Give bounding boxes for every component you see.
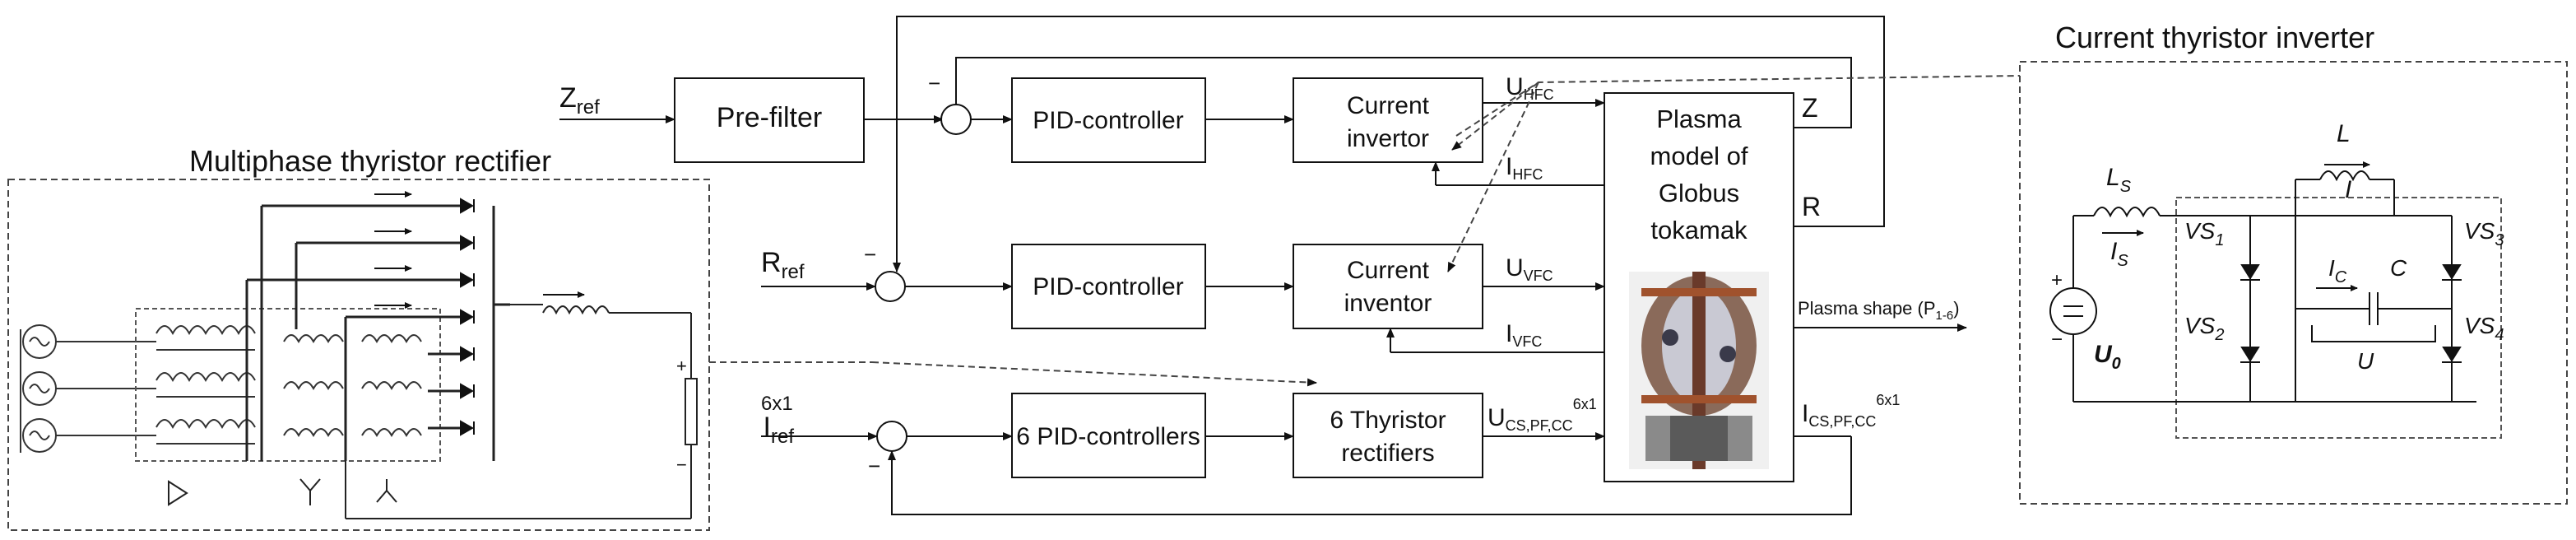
rectifier-output bbox=[345, 304, 698, 519]
output-r: R bbox=[1802, 192, 1821, 221]
inv-top-line2: invertor bbox=[1347, 125, 1429, 152]
label-vs2: VS2 bbox=[2184, 313, 2224, 344]
rect-line2: rectifiers bbox=[1341, 440, 1434, 467]
block-diagram: Zref Pre-filter − PID-controller Current… bbox=[559, 16, 2021, 515]
rectifier-minus: − bbox=[676, 454, 687, 475]
label-i: I bbox=[2345, 176, 2351, 203]
inverter-title: Current thyristor inverter bbox=[2055, 21, 2374, 54]
label-u0: U0 bbox=[2094, 341, 2121, 373]
rectifier-link-arrow bbox=[871, 361, 1317, 387]
signal-u-cs: UCS,PF,CC6x1 bbox=[1488, 396, 1597, 434]
rectifier-panel: Multiphase thyristor rectifier bbox=[7, 144, 710, 531]
label-u: U bbox=[2357, 348, 2374, 374]
current-invertor-top[interactable] bbox=[1293, 77, 1483, 163]
plasma-line2: model of bbox=[1650, 142, 1748, 170]
sum-junction-top bbox=[940, 104, 972, 135]
inv-mid-line2: inventor bbox=[1344, 290, 1432, 317]
pid-bottom-label: 6 PID-controllers bbox=[1016, 423, 1200, 450]
inverter-minus: − bbox=[2051, 328, 2063, 351]
signal-u-hfc: UHFC bbox=[1506, 73, 1554, 103]
rectifier-title: Multiphase thyristor rectifier bbox=[189, 144, 551, 178]
winding-symbols bbox=[168, 478, 397, 506]
prefilter-label: Pre-filter bbox=[717, 102, 822, 133]
inverter-plus: + bbox=[2051, 269, 2063, 291]
current-inventor-middle[interactable] bbox=[1293, 244, 1483, 329]
signal-plasma-shape: Plasma shape (P1-6) bbox=[1798, 298, 1960, 323]
pid-controllers-bottom[interactable] bbox=[1011, 393, 1206, 478]
signal-i-cs: ICS,PF,CC6x1 bbox=[1802, 392, 1900, 430]
transformer-primary-coils bbox=[155, 325, 256, 445]
plasma-line3: Globus bbox=[1659, 179, 1739, 207]
sum-mid-minus: − bbox=[864, 242, 876, 267]
plasma-line4: tokamak bbox=[1650, 216, 1748, 244]
sum-junction-bottom bbox=[876, 421, 907, 452]
input-rref: Rref bbox=[761, 247, 805, 283]
pid-top-label: PID-controller bbox=[1033, 107, 1183, 134]
inv-top-line1: Current bbox=[1347, 92, 1430, 119]
label-vs1: VS1 bbox=[2184, 218, 2224, 249]
transformer-box bbox=[135, 308, 441, 462]
signal-i-vfc: IVFC bbox=[1506, 320, 1542, 350]
inverter-circuit bbox=[2049, 170, 2476, 403]
rectifier-plus: + bbox=[676, 356, 687, 376]
label-vs3: VS3 bbox=[2464, 218, 2504, 249]
inverter-panel: Current thyristor inverter bbox=[2019, 21, 2568, 505]
signal-u-vfc: UVFC bbox=[1506, 254, 1553, 284]
input-zref: Zref bbox=[559, 82, 600, 119]
rectifier-thyristors bbox=[460, 198, 475, 436]
transformer-secondary-coils bbox=[283, 334, 422, 438]
pid-controller-top[interactable] bbox=[1011, 77, 1206, 163]
signal-i-hfc: IHFC bbox=[1506, 153, 1543, 183]
input-iref: Iref6x1 bbox=[761, 393, 794, 448]
pid-mid-label: PID-controller bbox=[1033, 273, 1183, 300]
label-is: IS bbox=[2110, 238, 2128, 270]
rect-line1: 6 Thyristor bbox=[1330, 407, 1446, 434]
label-l: L bbox=[2337, 120, 2351, 147]
ac-sources bbox=[20, 324, 156, 453]
label-vs4: VS4 bbox=[2464, 313, 2504, 344]
inv-mid-line1: Current bbox=[1347, 257, 1430, 284]
plasma-line1: Plasma bbox=[1656, 105, 1742, 133]
output-z: Z bbox=[1802, 93, 1818, 123]
sum-junction-middle bbox=[875, 271, 906, 302]
label-c: C bbox=[2390, 255, 2407, 281]
sum-bot-minus: − bbox=[868, 454, 880, 478]
inverter-thyristors bbox=[2240, 264, 2462, 363]
label-ls: LS bbox=[2106, 164, 2132, 196]
prefilter-block[interactable] bbox=[674, 77, 865, 163]
tokamak-image bbox=[1629, 272, 1769, 469]
label-ic: IC bbox=[2328, 255, 2347, 286]
rectifier-current-arrows bbox=[374, 191, 585, 309]
sum-top-minus: − bbox=[928, 71, 940, 95]
pid-controller-middle[interactable] bbox=[1011, 244, 1206, 329]
thyristor-rectifiers-block[interactable] bbox=[1293, 393, 1483, 478]
rectifier-bus-lines bbox=[245, 204, 510, 461]
